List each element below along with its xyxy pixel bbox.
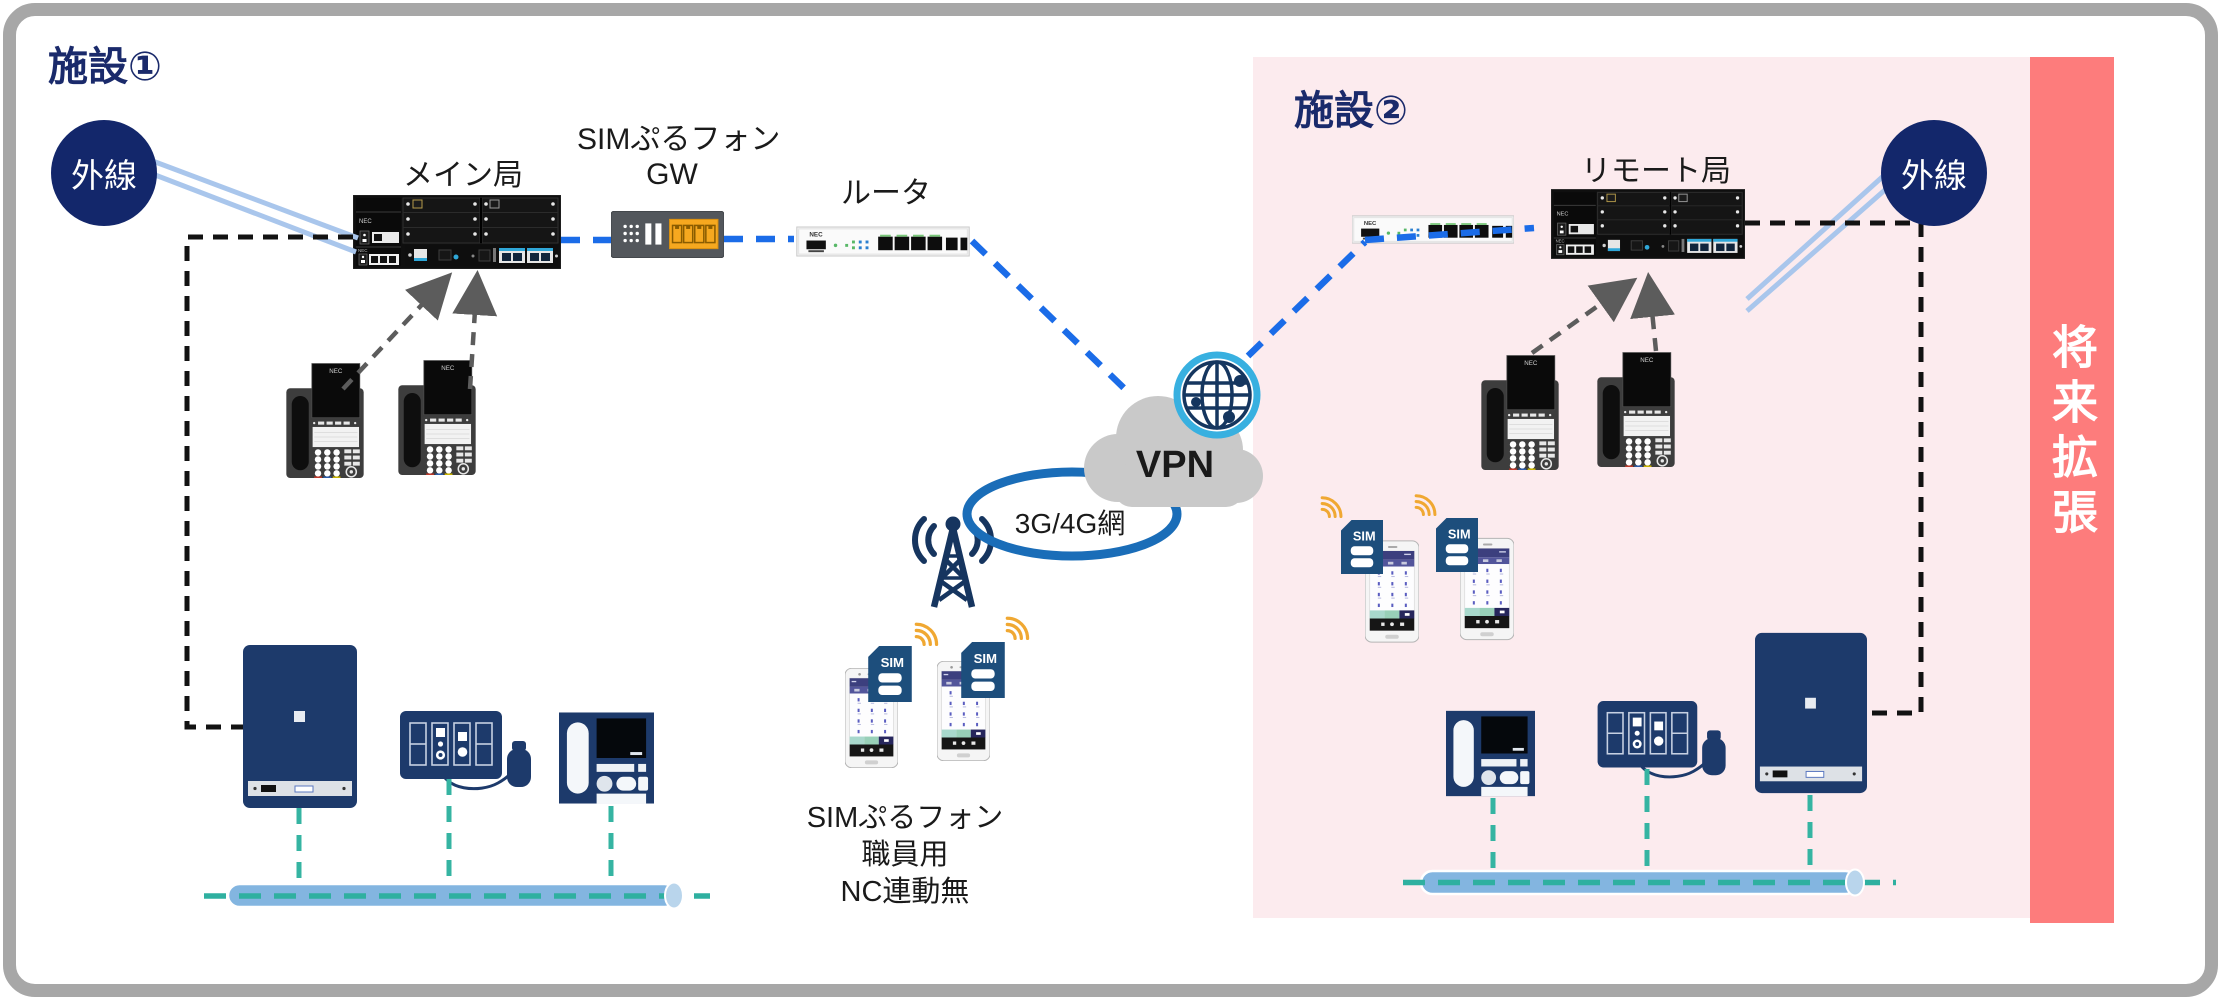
signal-waves-icon-4 — [1414, 494, 1437, 516]
external-line-label-facility2: 外線 — [1901, 157, 1967, 194]
vpn-cloud — [1084, 396, 1263, 507]
master-station-facility1 — [559, 712, 654, 804]
teal-dashed-drops — [296, 769, 1813, 884]
signal-waves-icon-2 — [1005, 616, 1030, 640]
sim-card-badge-4 — [1436, 518, 1478, 572]
sim-phone-caption: SIMぷるフォン 職員用 NC連動無 — [790, 800, 1020, 911]
vpn-label: VPN — [1135, 444, 1215, 486]
future-expansion-label: 将来拡張 — [2046, 323, 2098, 543]
sim-card-badge-3 — [1341, 520, 1383, 574]
gray-dashed-links — [341, 270, 1675, 391]
remote-station-label: リモート局 — [1581, 155, 1731, 188]
sim-phone-caption-line1: SIMぷるフォン — [806, 802, 1004, 834]
desk-phone-4 — [1596, 351, 1676, 467]
sim-gateway-label-line1: SIMぷるフォン — [577, 123, 781, 156]
sim-card-badge-1 — [868, 646, 912, 702]
facility2-title: 施設② — [1294, 89, 1408, 133]
router-device-facility1 — [796, 226, 970, 257]
master-station-facility2 — [1446, 710, 1535, 797]
sim-phone-caption-line3: NC連動無 — [840, 876, 970, 908]
sim-gateway-label-line2: GW — [646, 158, 698, 191]
trunk-pipe-facility1 — [204, 881, 710, 910]
trunk-pipe-facility2 — [1403, 868, 1896, 897]
blue-dashed-links — [561, 224, 1535, 395]
sim-card-badge-2 — [961, 642, 1005, 698]
external-line-label-facility1: 外線 — [71, 157, 137, 194]
desk-phone-2 — [397, 359, 477, 475]
facility1-title: 施設① — [48, 45, 162, 89]
sim-gateway-label: SIMぷるフォン GW — [577, 122, 781, 192]
globe-icon — [1173, 351, 1261, 439]
mobile-network-ellipse — [962, 467, 1182, 561]
mobile-network-label: 3G/4G網 — [1014, 508, 1126, 539]
sim-phone-caption-line2: 職員用 — [861, 839, 949, 871]
main-pbx-device — [353, 195, 561, 269]
black-dashed-links — [184, 220, 1924, 730]
nursecall-panel-facility1 — [243, 645, 357, 808]
router-label: ルータ — [841, 177, 931, 210]
main-station-label: メイン局 — [403, 159, 523, 192]
desk-phone-3 — [1480, 354, 1560, 470]
external-line-node-facility1: 外線 — [51, 120, 157, 226]
sim-gateway-device — [611, 211, 724, 258]
bedside-outlet-facility1 — [400, 711, 533, 791]
nursecall-panel-facility2 — [1755, 632, 1867, 794]
bedside-outlet-facility2 — [1596, 701, 1728, 779]
future-expansion-band: 将来拡張 — [2030, 57, 2114, 923]
signal-waves-icon-3 — [1320, 496, 1343, 518]
remote-pbx-device — [1551, 189, 1745, 259]
external-line-node-facility2: 外線 — [1881, 120, 1987, 226]
signal-waves-icon-1 — [914, 622, 939, 646]
